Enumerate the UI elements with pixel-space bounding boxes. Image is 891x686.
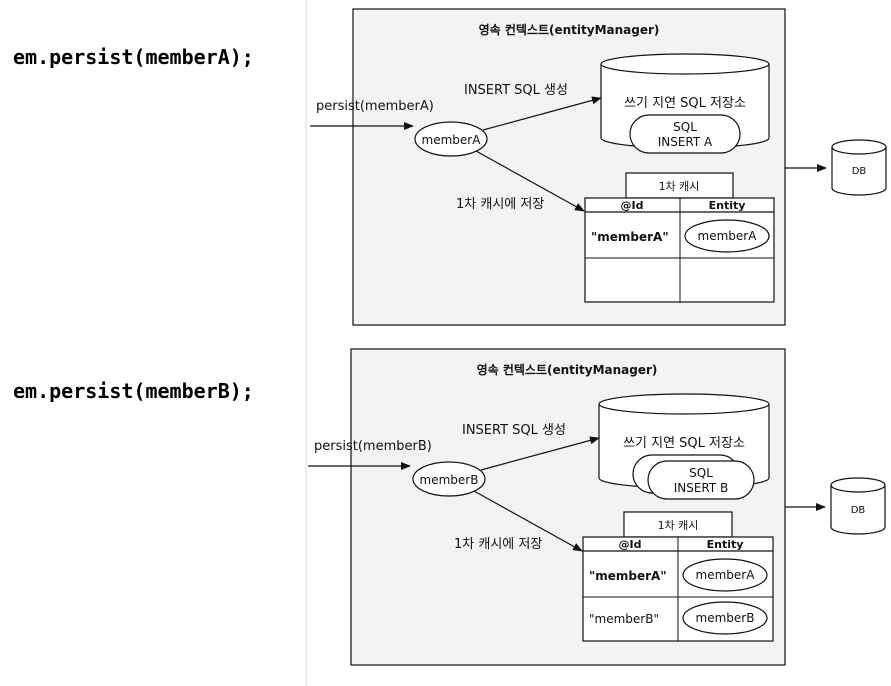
row-entity: memberB <box>696 611 755 625</box>
sql-entry-insert-a: SQL INSERT A <box>629 114 741 154</box>
entity-node-label: memberB <box>420 473 479 487</box>
col-header-id: @Id <box>619 538 642 551</box>
svg-text:SQL: SQL <box>673 120 697 134</box>
cache-title-tab <box>623 511 733 538</box>
row-id: "memberA" <box>589 569 667 583</box>
svg-text:SQL: SQL <box>689 466 713 480</box>
context-title: 영속 컨텍스트(entityManager) <box>479 22 660 37</box>
row-entity-ellipse <box>684 219 770 253</box>
entity-node-ellipse <box>412 461 486 497</box>
row-entity-ellipse <box>682 601 768 635</box>
col-header-entity: Entity <box>709 199 746 212</box>
store-cache-label: 1차 캐시에 저장 <box>454 537 542 552</box>
insert-sql-arrow <box>480 436 600 471</box>
insert-sql-arrow <box>482 96 602 131</box>
insert-sql-label: INSERT SQL 생성 <box>464 83 568 98</box>
row-id: "memberA" <box>591 230 669 244</box>
db-cylinder <box>830 477 886 535</box>
sql-store-title: 쓰기 지연 SQL 저장소 <box>623 436 745 451</box>
col-header-entity: Entity <box>707 538 744 551</box>
panel-persist-memberA: em.persist(memberA); 영속 컨텍스트(entityManag… <box>13 8 887 326</box>
sql-entry-insert-b: SQL INSERT B <box>647 460 755 500</box>
store-cache-arrow <box>475 150 585 212</box>
cache-title: 1차 캐시 <box>659 180 700 193</box>
first-level-cache: 1차 캐시 @Id Entity "memberA" memberA "memb… <box>582 511 774 642</box>
svg-text:INSERT B: INSERT B <box>674 481 729 495</box>
entity-node-ellipse <box>414 121 488 157</box>
sql-store-title: 쓰기 지연 SQL 저장소 <box>624 96 746 111</box>
db-cylinder <box>831 139 887 196</box>
db-label: DB <box>851 505 866 516</box>
row-entity: memberA <box>696 568 756 582</box>
persist-call-label: persist(memberA) <box>316 99 434 114</box>
persist-call-label: persist(memberB) <box>314 439 432 454</box>
db-label: DB <box>852 166 867 177</box>
first-level-cache: 1차 캐시 @Id Entity "memberA" memberA <box>584 172 775 303</box>
insert-sql-label: INSERT SQL 생성 <box>462 423 566 438</box>
cache-title: 1차 캐시 <box>658 519 699 532</box>
code-line: em.persist(memberB); <box>13 379 254 403</box>
row-entity-ellipse <box>682 558 768 592</box>
store-cache-arrow <box>473 490 583 552</box>
panel-persist-memberB: em.persist(memberB); 영속 컨텍스트(entityManag… <box>13 348 886 666</box>
col-header-id: @Id <box>621 199 644 212</box>
row-entity: memberA <box>698 229 758 243</box>
svg-text:INSERT A: INSERT A <box>658 135 713 149</box>
code-line: em.persist(memberA); <box>13 45 254 69</box>
row-id: "memberB" <box>589 612 659 626</box>
context-title: 영속 컨텍스트(entityManager) <box>477 362 658 377</box>
store-cache-label: 1차 캐시에 저장 <box>456 197 544 212</box>
entity-node-label: memberA <box>422 133 482 147</box>
